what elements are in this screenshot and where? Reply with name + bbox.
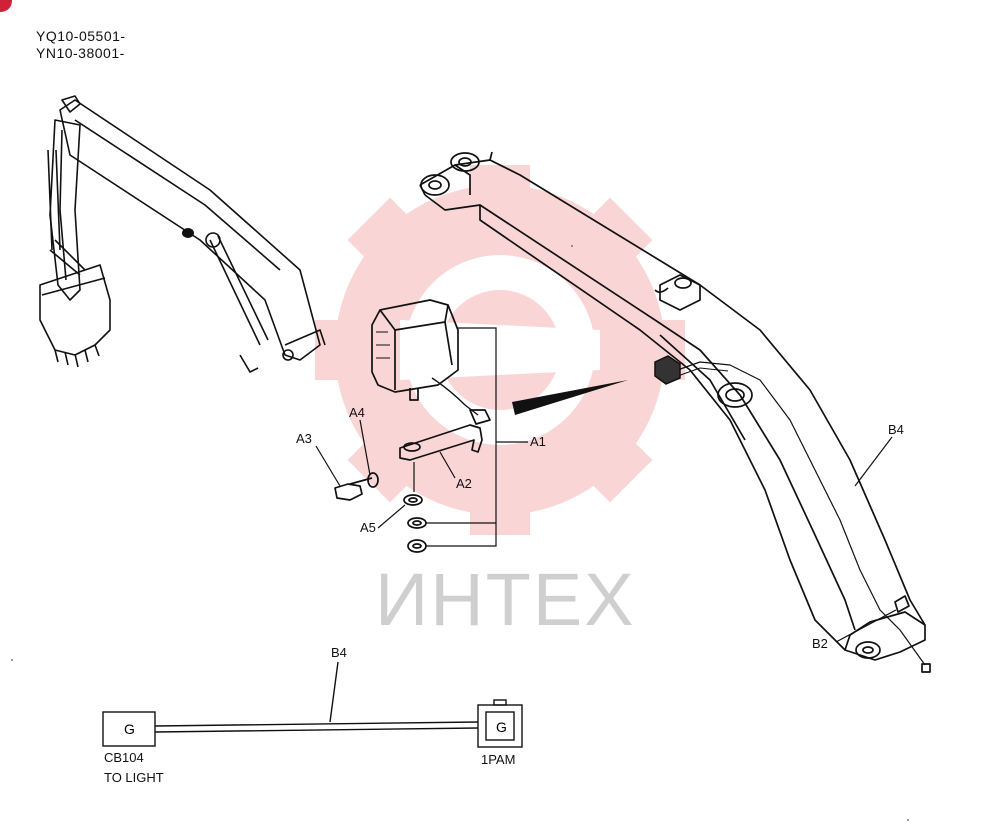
callout-b4-harness: B4 xyxy=(331,645,347,660)
callout-b4-boom: B4 xyxy=(888,422,904,437)
watermark-text: ИНТЕХ xyxy=(375,558,636,641)
leader-lines xyxy=(315,327,897,643)
work-lamp-exploded xyxy=(334,299,491,553)
lamp-position-marker xyxy=(182,228,194,238)
callout-a5: A5 xyxy=(360,520,376,535)
left-connector-code: CB104 xyxy=(104,750,144,765)
watermark-logo xyxy=(315,165,685,535)
mounted-work-lamp xyxy=(654,355,681,385)
callout-a4: A4 xyxy=(349,405,365,420)
right-connector-code: 1PAM xyxy=(481,752,516,767)
harness-diagram xyxy=(102,661,523,748)
serial-number-2: YN10-38001- xyxy=(36,45,125,61)
callout-a3: A3 xyxy=(296,431,312,446)
connector-cb104 xyxy=(102,711,156,747)
right-connector-letter: G xyxy=(496,719,507,735)
callout-a2: A2 xyxy=(456,476,472,491)
left-connector-letter: G xyxy=(124,721,135,737)
boom-assembly xyxy=(419,151,931,673)
left-connector-note: TO LIGHT xyxy=(104,770,164,785)
view-direction-arrow xyxy=(512,380,628,415)
excavator-overview xyxy=(39,95,326,373)
callout-b2: B2 xyxy=(812,636,828,651)
callout-a1: A1 xyxy=(530,434,546,449)
serial-number-1: YQ10-05501- xyxy=(36,28,126,44)
